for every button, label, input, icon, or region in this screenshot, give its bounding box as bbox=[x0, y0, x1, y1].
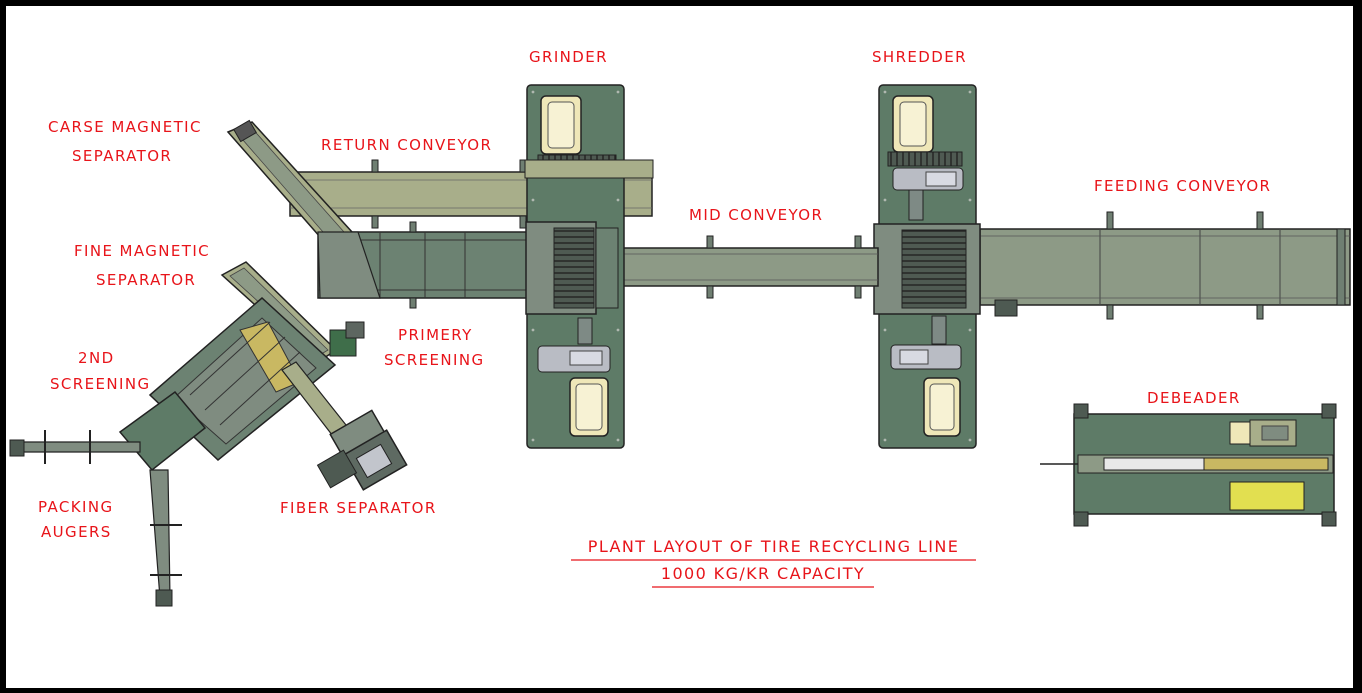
label-second-screening-1: 2ND bbox=[78, 349, 115, 367]
label-primary-screening-2: SCREENING bbox=[384, 351, 485, 369]
label-debeader: DEBEADER bbox=[1147, 389, 1241, 407]
label-packing-augers-2: AUGERS bbox=[41, 523, 112, 541]
fine-magnetic-separator bbox=[220, 261, 365, 363]
label-feeding-conveyor: FEEDING CONVEYOR bbox=[1094, 177, 1272, 195]
second-screening-unit bbox=[118, 296, 337, 472]
label-primary-screening-1: PRIMERY bbox=[398, 326, 473, 344]
label-fiber-separator: FIBER SEPARATOR bbox=[280, 499, 437, 517]
label-carse-magnetic-1: CARSE MAGNETIC bbox=[48, 118, 202, 136]
debeader-unit bbox=[1040, 403, 1337, 527]
label-packing-augers-1: PACKING bbox=[38, 498, 114, 516]
packing-augers bbox=[9, 430, 182, 607]
label-fine-magnetic-2: SEPARATOR bbox=[96, 271, 197, 289]
mid-conveyor bbox=[589, 235, 879, 299]
drawing-subtitle: 1000 KG/KR CAPACITY bbox=[660, 564, 866, 583]
drawing-title: PLANT LAYOUT OF TIRE RECYCLING LINE bbox=[587, 537, 960, 556]
shredder-unit bbox=[873, 84, 981, 449]
plant-layout-drawing bbox=[9, 84, 1351, 607]
label-carse-magnetic-2: SEPARATOR bbox=[72, 147, 173, 165]
grinder-unit bbox=[524, 84, 654, 449]
label-mid-conveyor: MID CONVEYOR bbox=[689, 206, 824, 224]
feeding-conveyor bbox=[979, 211, 1351, 320]
carse-magnetic-separator bbox=[226, 119, 381, 299]
label-shredder: SHREDDER bbox=[872, 48, 967, 66]
label-second-screening-2: SCREENING bbox=[50, 375, 151, 393]
label-grinder: GRINDER bbox=[529, 48, 608, 66]
fiber-separator bbox=[281, 361, 408, 491]
label-fine-magnetic-1: FINE MAGNETIC bbox=[74, 242, 211, 260]
drawing-sheet: GRINDER SHREDDER CARSE MAGNETIC SEPARATO… bbox=[6, 6, 1353, 688]
label-return-conveyor: RETURN CONVEYOR bbox=[321, 136, 493, 154]
